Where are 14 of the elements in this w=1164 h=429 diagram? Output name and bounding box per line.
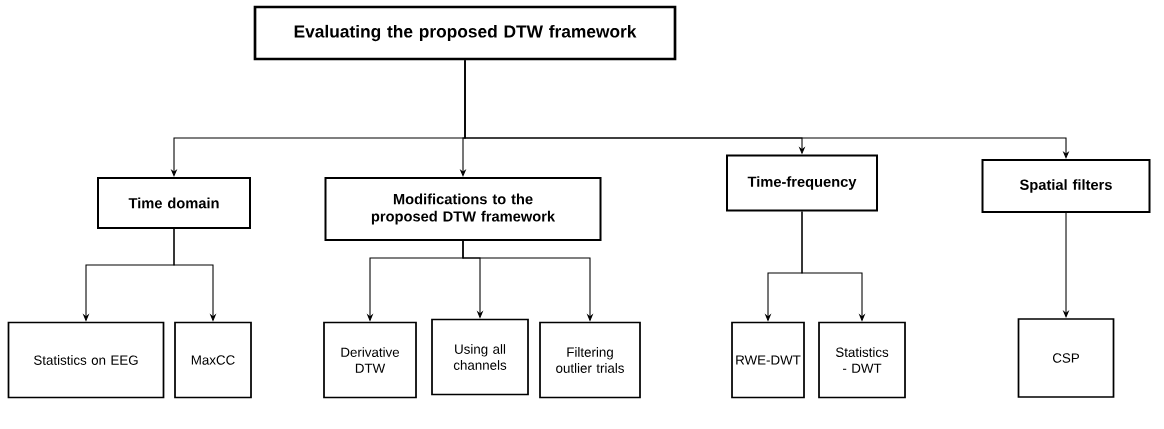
arrow bbox=[464, 59, 1070, 159]
method-box: Derivative DTW bbox=[323, 321, 417, 399]
method-box: Statistics on EEG bbox=[7, 321, 165, 399]
title-box: Evaluating the proposed DTW framework bbox=[253, 5, 677, 61]
method-box: CSP bbox=[1017, 318, 1115, 398]
method-box: Using all channels bbox=[431, 318, 529, 396]
method-box: RWE-DWT bbox=[731, 321, 805, 399]
category-box: Spatial filters bbox=[981, 159, 1151, 213]
category-box: Modifications to the proposed DTW framework bbox=[324, 177, 602, 241]
method-box: Filtering outlier trials bbox=[539, 321, 641, 399]
category-box: Time domain bbox=[97, 177, 251, 229]
method-box: Statistics - DWT bbox=[818, 321, 906, 399]
method-box: MaxCC bbox=[174, 321, 252, 399]
category-box: Time-frequency bbox=[726, 154, 878, 212]
